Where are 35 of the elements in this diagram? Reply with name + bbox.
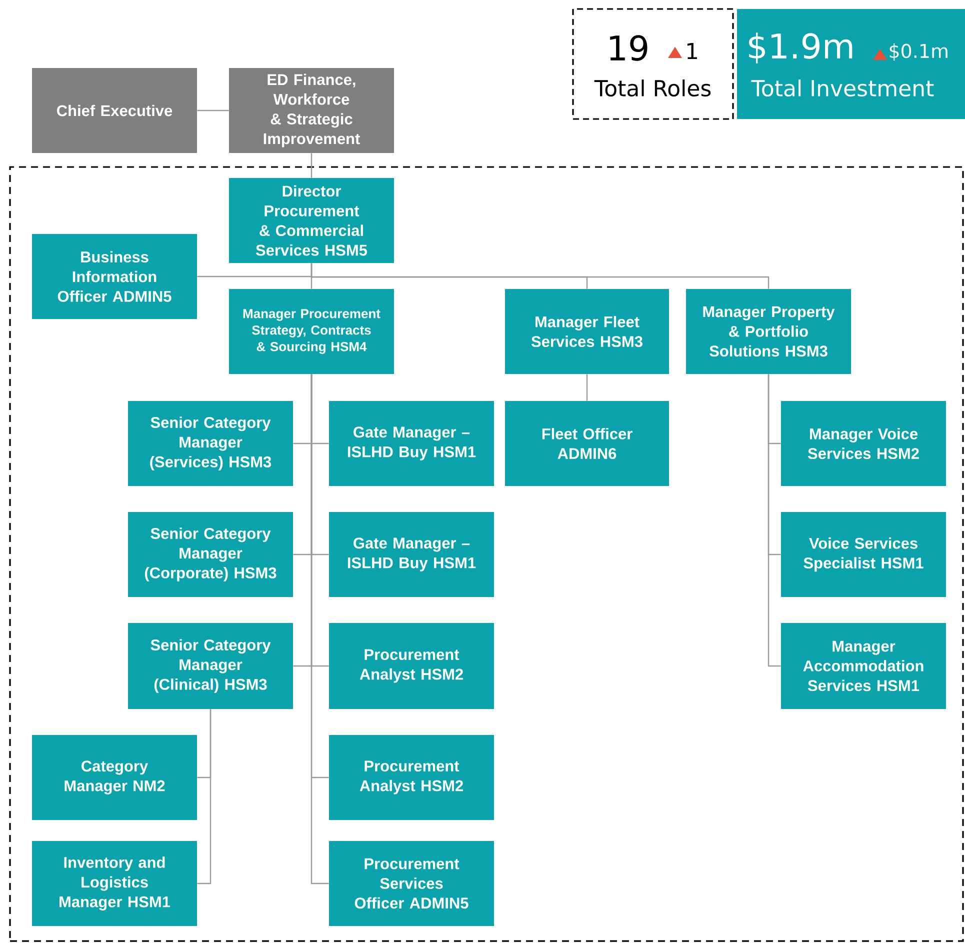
role-box: Gate Manager – ISLHD Buy HSM1 xyxy=(329,512,494,597)
role-box: Senior Category Manager (Clinical) HSM3 xyxy=(128,623,293,709)
role-box: Business Information Officer ADMIN5 xyxy=(32,234,197,319)
role-box: Manager Fleet Services HSM3 xyxy=(505,289,669,374)
role-box: Inventory and Logistics Manager HSM1 xyxy=(32,841,197,926)
change-value: 1 xyxy=(687,42,697,60)
connector-line xyxy=(586,374,588,401)
role-box: Manager Procurement Strategy, Contracts & Sourcing HSM4 xyxy=(229,289,394,374)
connector-line xyxy=(197,110,229,112)
role-box: Procurement Analyst HSM2 xyxy=(329,623,494,709)
stat-label: Total Roles xyxy=(594,79,711,97)
group-outline xyxy=(9,166,964,942)
role-box: Manager Property & Portfolio Solutions HSM3 xyxy=(686,289,852,374)
connector-line xyxy=(768,374,781,667)
connector-line xyxy=(197,709,212,884)
role-box: Manager Accommodation Services HSM1 xyxy=(781,623,946,709)
role-box: Procurement Services Officer ADMIN5 xyxy=(329,841,494,926)
role-box: Manager Voice Services HSM2 xyxy=(781,401,946,486)
role-box: Gate Manager – ISLHD Buy HSM1 xyxy=(329,401,494,486)
stat-value: 19 xyxy=(610,35,648,61)
role-box: Fleet Officer ADMIN6 xyxy=(505,401,669,486)
role-box: Procurement Analyst HSM2 xyxy=(329,735,494,820)
connector-line xyxy=(310,153,312,178)
stat-value: $1.9m xyxy=(749,32,852,64)
connector-line xyxy=(310,263,770,289)
role-box: Senior Category Manager (Services) HSM3 xyxy=(128,401,293,486)
role-box: ED Finance, Workforce & Strategic Improvement xyxy=(229,68,394,153)
role-box: Voice Services Specialist HSM1 xyxy=(781,512,946,597)
role-box: Senior Category Manager (Corporate) HSM3 xyxy=(128,512,293,597)
connector-line xyxy=(310,374,329,884)
role-box: Category Manager NM2 xyxy=(32,735,197,820)
role-box: Director Procurement & Commercial Services HSM5 xyxy=(229,178,394,263)
stat-label: Total Investment xyxy=(751,79,934,97)
change-value: $0.1m xyxy=(890,43,948,61)
role-box: Chief Executive xyxy=(32,68,197,153)
